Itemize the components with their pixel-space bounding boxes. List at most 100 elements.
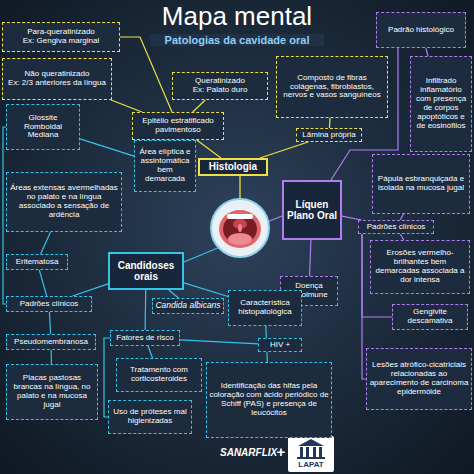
connector [148,346,153,358]
connector [310,240,311,276]
node-text: Placas pastosas brancas na língua, no pa… [9,374,95,410]
node-text: Lâmina própria [302,131,355,140]
node-text: Glossite Romboidal Mediana [9,114,77,141]
topic-box: Padrão histológico [376,12,466,48]
label-text: Patologias da cavidade oral [150,34,324,46]
label-text: + [274,443,288,460]
mouth-cavity [223,214,257,244]
node-text: Pseudomembranosa [14,338,88,347]
node-text: Erosões vermelho-brilhantes bem demarcad… [373,249,467,285]
topic-box: Lâmina própria [296,128,362,142]
node-text: Padrões clínicos [20,300,79,309]
title: Mapa mental [0,1,474,32]
topic-box: Fatores de risco [110,330,180,346]
node-text: Candidoses orais [112,260,180,282]
connector [111,100,142,112]
node-text: Fatores de risco [116,334,173,343]
node-text: Ex: Palato duro [193,86,248,95]
topic-box: Glossite Romboidal Mediana [6,104,80,150]
connector [120,37,172,112]
node-text: Área elíptica e assintomática bem demarc… [137,148,193,184]
node-text: Queratinizado [195,77,245,86]
connector [193,100,206,112]
topic-box: Áreas extensas avermelhadas no palato e … [6,172,122,232]
connector [80,139,134,156]
topic-box: Identificação das hifas pela coloração c… [206,362,332,438]
node-text: Não queratinizado [25,70,90,79]
topic-box: Lesões atrófico-cicatriciais relacionada… [366,348,472,410]
topic-box: Erosões vermelho-brilhantes bem demarcad… [370,240,470,294]
topic-box: Uso de próteses mal higienizadas [108,400,192,434]
topic-box: Para-queratinizadoEx: Gengiva marginal [2,22,120,52]
node-text: Característica histopatológica [231,299,299,317]
teeth [227,214,253,219]
logo-column [306,447,309,457]
node-text: Lesões atrófico-cicatriciais relacionada… [369,361,469,397]
node-text: Tratamento com corticosteroides [119,366,199,384]
node-text: Padrões clínicos [367,223,426,232]
topic-box: Candida albicans [152,298,224,314]
node-text: Áreas extensas avermelhadas no palato e … [9,184,119,220]
label-text: SANARFLIX [220,447,276,458]
logo-column [313,447,316,457]
connector [145,290,147,330]
connector [197,140,221,158]
topic-box: Eritematosa [6,254,68,270]
topic-box: Placas pastosas brancas na língua, no pa… [6,364,98,420]
central-topic: Líquen Plano Oral [282,180,342,240]
node-text: Gengivite descamativa [395,308,465,326]
node-text: Composto de fibras colágenas, fibroblast… [279,74,385,101]
logo-column [300,447,303,457]
node-text: Para-queratinizado [27,28,95,37]
connector [426,48,428,56]
connector [184,283,228,297]
connector [169,290,179,298]
node-text: Pápula esbranquiçada e isolada na mucosa… [375,175,467,193]
node-text: Epitélio estratificado pavimentoso [135,117,221,135]
topic-box: Característica histopatológica [228,290,302,326]
logo-roof [298,439,324,446]
branch-line [239,176,240,200]
logo-box [288,436,334,472]
mouth-bubble [211,199,269,257]
node-text: Uso de próteses mal higienizadas [111,408,189,426]
node-text: Histologia [209,161,257,172]
node-text: Líquen Plano Oral [286,199,338,221]
topic-box: Gengivite descamativa [392,304,468,330]
topic-box: Tratamento com corticosteroides [116,358,202,392]
branch-line [184,247,220,262]
connector [49,312,50,334]
topic-box: Epitélio estratificado pavimentoso [132,112,224,140]
topic-box: Infiltrado inflamatório com presença de … [410,56,472,152]
node-text: Eritematosa [16,258,59,267]
connector [260,142,308,158]
topic-box: Pseudomembranosa [6,334,96,350]
connector [51,350,52,364]
topic-box: Composto de fibras colágenas, fibroblast… [276,56,388,118]
label-text: LAPAT [288,460,334,469]
connector [180,340,258,344]
topic-box: QueratinizadoEx: Palato duro [172,72,268,100]
connector [39,270,46,296]
topic-box: HIV + [258,338,302,352]
tongue [228,233,252,245]
topic-box: Não queratinizadoEx: 2/3 anteriores da l… [2,58,112,100]
central-topic: Histologia [198,158,268,176]
lips [219,210,261,248]
topic-box: Padrões clínicos [6,296,92,312]
node-text: HIV + [270,341,290,350]
logo-column [319,447,322,457]
node-text: Ex: 2/3 anteriores da língua [8,79,106,88]
logo-base [297,457,325,459]
node-text: Candida albicans [155,301,220,311]
connector [41,232,51,254]
node-text: Identificação das hifas pela coloração c… [209,382,329,418]
topic-box: Pápula esbranquiçada e isolada na mucosa… [372,154,470,214]
connector [329,118,331,128]
node-text: Infiltrado inflamatório com presença de … [413,77,469,131]
branch-line [267,216,282,222]
uvula [238,224,242,232]
central-topic: Candidoses orais [108,252,184,290]
connector [73,284,108,296]
node-text: Ex: Gengiva marginal [23,37,99,46]
